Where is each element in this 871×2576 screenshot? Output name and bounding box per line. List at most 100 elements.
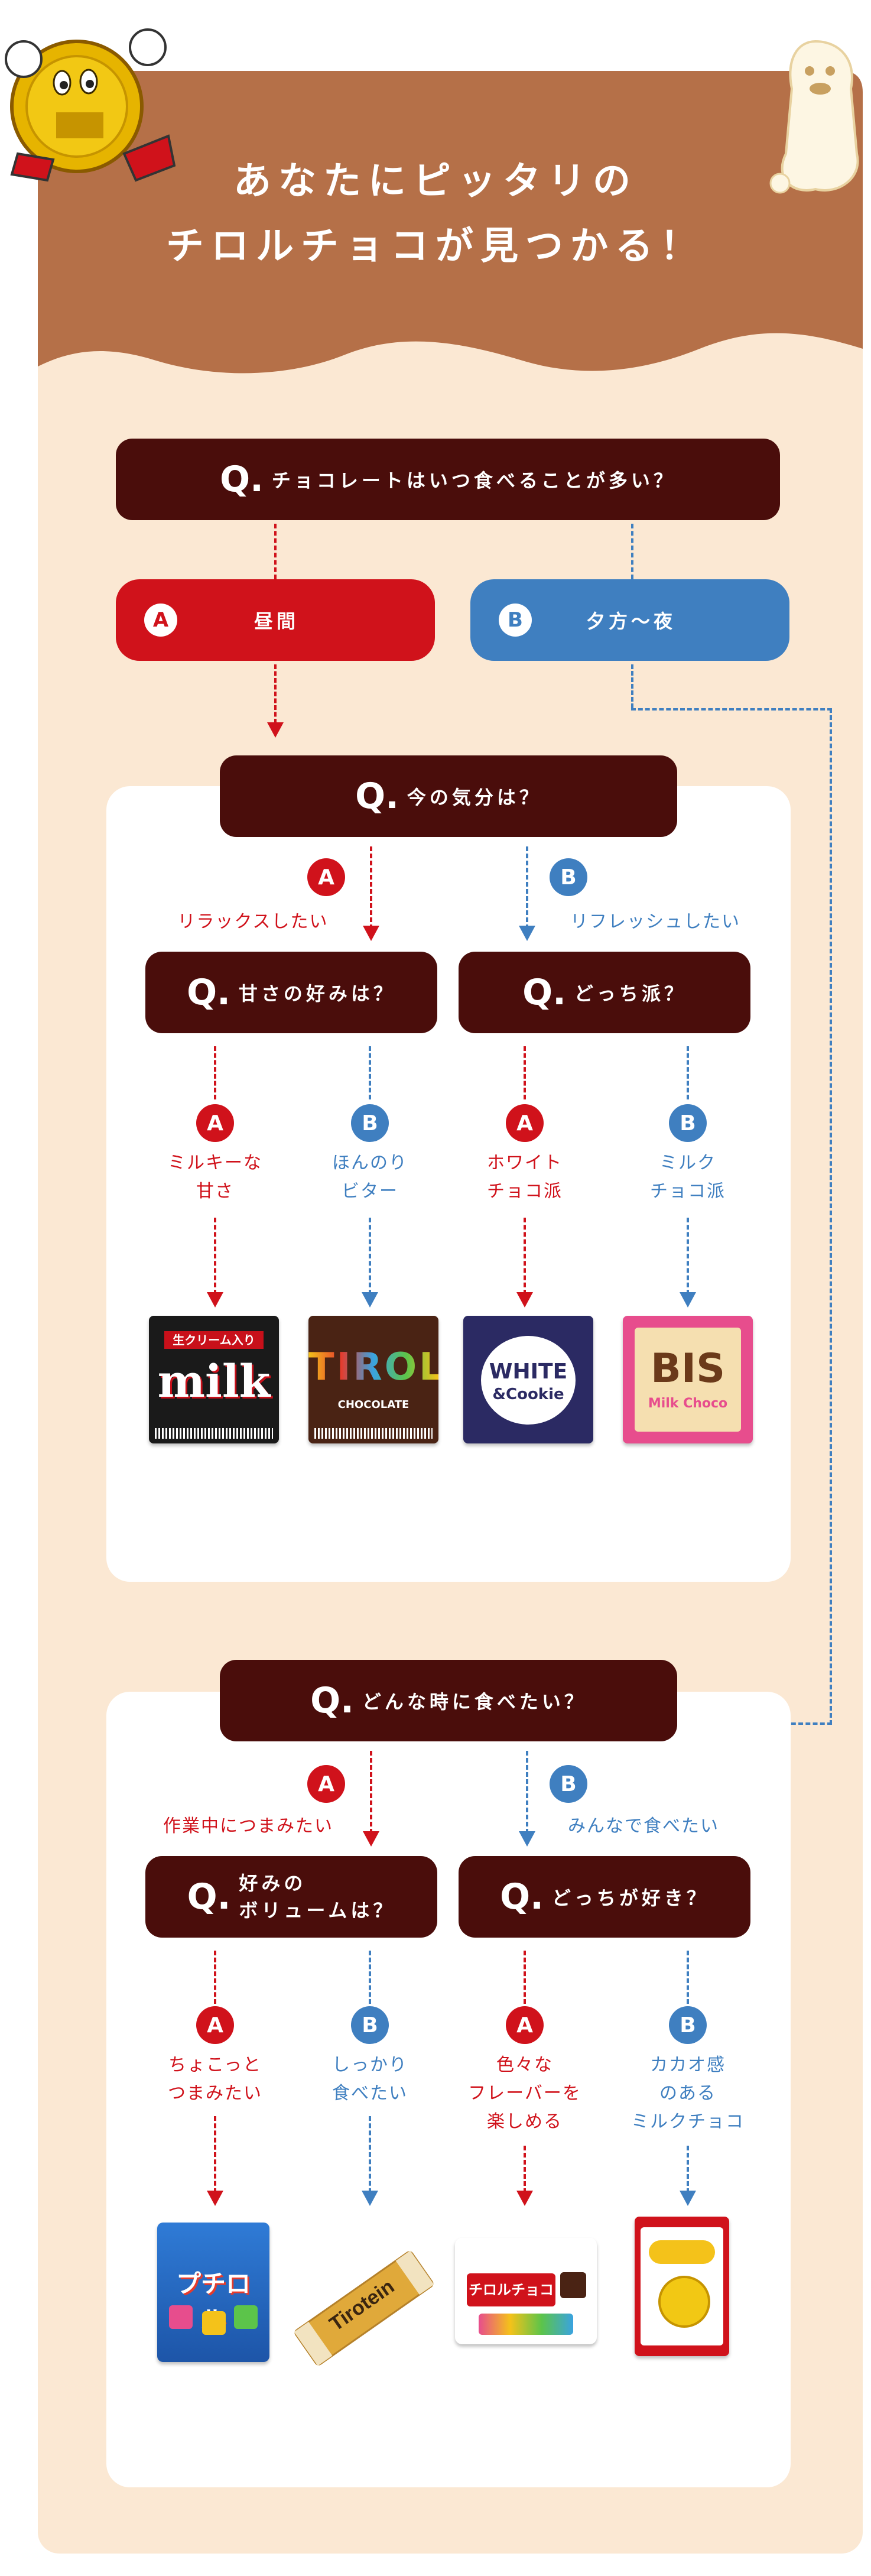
connector-dashed [631, 524, 633, 579]
connector-dashed [214, 1218, 216, 1295]
header-wave [38, 71, 863, 374]
question-mark: Q. [310, 1680, 354, 1721]
answer-3b-label[interactable]: みんなで食べたい [568, 1816, 719, 1837]
answer-2a-label[interactable]: リラックスしたい [177, 911, 329, 932]
answer-1b-label: 夕方〜夜 [586, 610, 676, 632]
question-3a-text: 好みの ボリュームは？ [239, 1870, 395, 1924]
answer-b-badge: B [550, 858, 587, 896]
product-cacao-logo [649, 2240, 715, 2264]
answer-2b-label[interactable]: リフレッシュしたい [570, 911, 740, 932]
answer-2b-b-label[interactable]: ミルク チョコ派 [617, 1149, 759, 1206]
connector-dashed [631, 708, 832, 710]
arrow-down-icon [207, 1292, 223, 1308]
arrow-down-icon [363, 1831, 379, 1847]
answer-2b-a-label[interactable]: ホワイト チョコ派 [454, 1149, 596, 1206]
question-mark: Q. [187, 1876, 231, 1918]
question-3: Q. どんな時に食べたい？ [220, 1660, 677, 1741]
label-line: ミルク [659, 1153, 716, 1173]
choco-cube-icon [202, 2311, 226, 2335]
question-3b: Q. どっちが好き？ [459, 1856, 750, 1938]
label-line: 甘さ [196, 1181, 234, 1202]
connector-dashed [687, 1218, 689, 1295]
choco-cube-icon [560, 2272, 586, 2298]
product-bis[interactable]: BIS Milk Choco [623, 1316, 753, 1443]
label-line: 食べたい [332, 2083, 408, 2104]
product-tirotein[interactable]: Tirotein [287, 2240, 441, 2376]
connector-dashed [214, 1951, 216, 2004]
connector-dashed [274, 524, 277, 579]
product-tirol[interactable]: TIROL CHOCOLATE [308, 1316, 438, 1443]
label-line: しっかり [332, 2055, 408, 2075]
barcode-icon [155, 1428, 273, 1439]
panel-daytime [106, 786, 791, 1582]
answer-b-badge: B [669, 1104, 707, 1142]
label-line: ミルキーな [168, 1153, 262, 1173]
label-line: ミルクチョコ [631, 2111, 745, 2132]
answer-3a-a-label[interactable]: ちょこっと つまみたい [144, 2051, 286, 2108]
product-bis-sub: Milk Choco [648, 1396, 728, 1411]
label-line: カカオ感 [650, 2055, 726, 2075]
product-white-cookie-image: WHITE &Cookie [463, 1316, 593, 1443]
answer-a-badge: A [506, 2006, 544, 2044]
connector-dashed [214, 1046, 216, 1099]
connector-dashed [524, 1951, 526, 2004]
question-2a-text: 甘さの好みは？ [238, 982, 396, 1005]
label-line: 色々な [496, 2055, 553, 2075]
answer-3b-a-label[interactable]: 色々な フレーバーを 楽しめる [448, 2051, 602, 2136]
arrow-down-icon [519, 1831, 535, 1847]
connector-dashed [631, 664, 633, 708]
answer-3a-b-label[interactable]: しっかり 食べたい [299, 2051, 441, 2108]
product-milk[interactable]: 生クリーム入り milk [149, 1316, 279, 1443]
connector-dashed [214, 2116, 216, 2193]
question-2a: Q. 甘さの好みは？ [145, 952, 437, 1033]
product-tirol-sub: CHOCOLATE [337, 1399, 410, 1411]
product-puchi-tirol[interactable]: プチロル [157, 2223, 269, 2362]
arrow-down-icon [363, 926, 379, 941]
arrow-down-icon [207, 2191, 223, 2206]
answer-1b-button[interactable]: B 夕方〜夜 [470, 579, 789, 661]
title-line-2: チロルチョコが見つかる！ [166, 225, 705, 268]
product-variety-name: チロルチョコ [467, 2273, 555, 2306]
answer-a-badge: A [307, 858, 345, 896]
connector-dashed [369, 1951, 371, 2004]
label-line: のある [659, 2083, 716, 2104]
answer-3a-label[interactable]: 作業中につまみたい [163, 1816, 333, 1837]
answer-a-badge: A [196, 2006, 234, 2044]
question-2-text: 今の気分は？ [407, 786, 542, 809]
question-mark: Q. [187, 972, 230, 1013]
answer-a-badge: A [307, 1765, 345, 1803]
connector-dashed [524, 1046, 526, 1099]
answer-a-badge: A [196, 1104, 234, 1142]
arrow-down-icon [362, 1292, 378, 1308]
product-white-cookie[interactable]: WHITE &Cookie [463, 1316, 593, 1443]
label-line: 楽しめる [487, 2111, 563, 2132]
answer-1a-button[interactable]: A 昼間 [116, 579, 435, 661]
answer-b-badge: B [550, 1765, 587, 1803]
variety-pattern [479, 2314, 573, 2335]
product-cacao-milk[interactable] [635, 2217, 729, 2356]
label-line: ちょこっと [168, 2055, 262, 2075]
arrow-down-icon [680, 1292, 696, 1308]
question-mark: Q. [522, 972, 566, 1013]
product-milk-image: 生クリーム入り milk [149, 1316, 279, 1443]
connector-dashed [687, 1951, 689, 2004]
answer-2a-a-label[interactable]: ミルキーな 甘さ [144, 1149, 286, 1206]
question-mark: Q. [500, 1876, 544, 1918]
answer-b-badge: B [351, 1104, 389, 1142]
mascot-cream-icon [769, 40, 859, 194]
connector-dashed [526, 846, 528, 929]
connector-dashed [526, 1751, 528, 1834]
answer-a-badge: A [144, 604, 177, 637]
choco-cube-icon [234, 2305, 258, 2329]
answer-3b-b-label[interactable]: カカオ感 のある ミルクチョコ [611, 2051, 765, 2136]
label-line: つまみたい [168, 2083, 262, 2104]
connector-dashed [274, 664, 277, 724]
product-tirol-name: TIROL [308, 1345, 438, 1389]
product-bis-name: BIS [650, 1345, 726, 1392]
product-variety[interactable]: チロルチョコ [455, 2238, 597, 2344]
answer-2a-b-label[interactable]: ほんのり ビター [299, 1149, 441, 1206]
question-mark: Q. [355, 776, 399, 817]
question-line: ボリュームは？ [239, 1899, 396, 1922]
connector-dashed [687, 2146, 689, 2193]
question-2b-text: どっち派？ [574, 982, 687, 1005]
